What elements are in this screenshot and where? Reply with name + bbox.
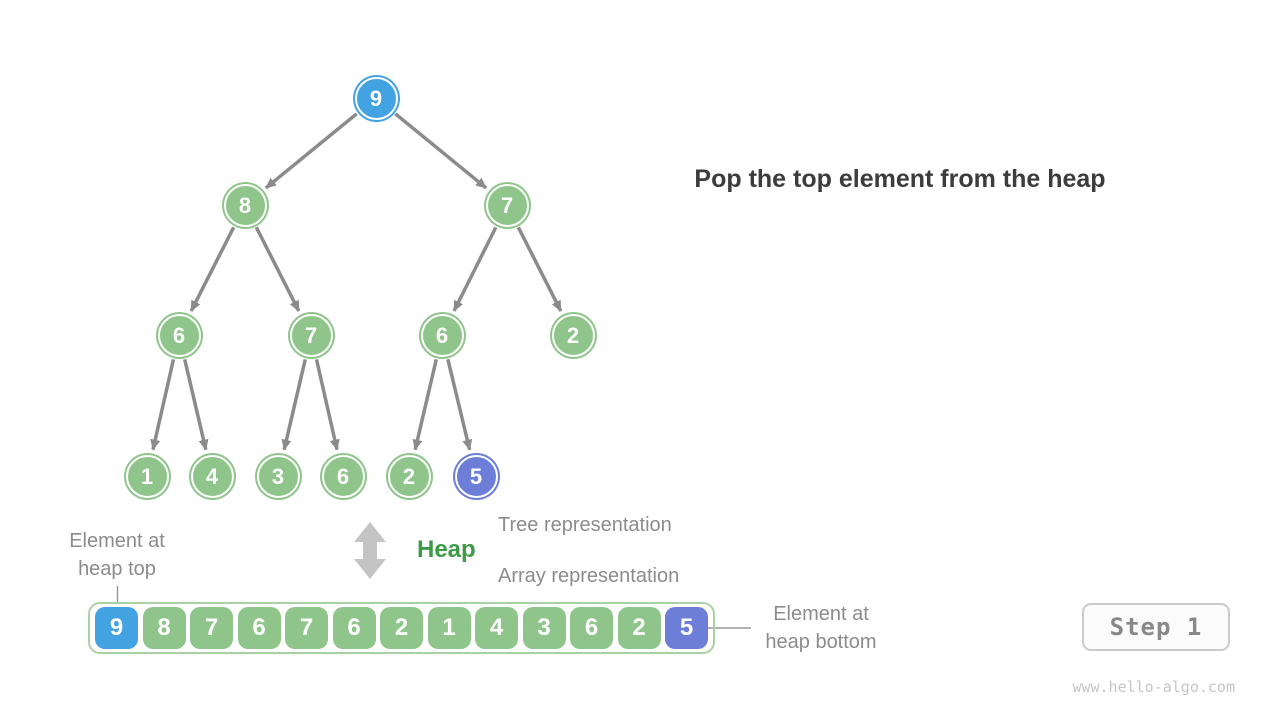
array-cell: 1 [427,607,471,649]
tree-edge [452,226,498,312]
array-representation-label: Array representation [498,565,680,587]
array-cell: 8 [142,607,186,649]
tree-node: 6 [157,313,201,357]
array-cell: 6 [237,607,281,649]
array-cell: 5 [665,607,708,649]
tree-edge [281,358,308,451]
array-cell: 7 [190,607,233,649]
tree-node: 7 [485,183,529,227]
tree-edge [254,226,301,312]
step-badge: Step 1 [1082,603,1230,651]
tree-node: 2 [387,454,431,498]
heap-bottom-label-line2: heap bottom [765,631,877,653]
heap-top-label-line1: Element at [69,530,165,552]
tree-node: 1 [125,454,169,498]
array-cell: 7 [285,607,328,649]
tree-node: 9 [354,76,398,120]
array-cell: 4 [475,607,518,649]
tree-node: 2 [551,313,595,357]
tree-node: 4 [190,454,234,498]
tree-edge [189,226,236,312]
up-down-arrow-icon [354,522,386,579]
tree-edge [394,112,488,190]
tree-node: 5 [454,454,498,498]
tree-edge [150,358,176,451]
tree-edge [446,358,473,451]
watermark: www.hello-algo.com [1072,678,1235,696]
tree-node: 6 [321,454,365,498]
tree-representation-label: Tree representation [498,514,672,536]
array-cell: 6 [570,607,613,649]
array-cell: 2 [380,607,423,649]
tree-node: 8 [223,183,267,227]
tree-node: 3 [256,454,300,498]
heap-bottom-label: Element at heap bottom [736,600,906,656]
tree-edge [516,226,563,312]
tree-edge-layer [150,112,563,451]
heap-top-label: Element at heap top [32,527,202,583]
tree-edge [314,358,340,451]
tree-edge [412,358,439,451]
tree-node: 6 [420,313,464,357]
array-cell: 6 [332,607,376,649]
heap-label: Heap [417,536,476,563]
array-cell: 9 [95,607,138,649]
page-title: Pop the top element from the heap [694,165,1106,193]
array-cell: 2 [617,607,661,649]
tree-node: 7 [289,313,333,357]
array-cell: 3 [522,607,566,649]
tree-edge [264,112,358,190]
heap-top-label-line2: heap top [78,558,156,580]
tree-edge [182,358,209,451]
heap-bottom-label-line1: Element at [773,603,869,625]
